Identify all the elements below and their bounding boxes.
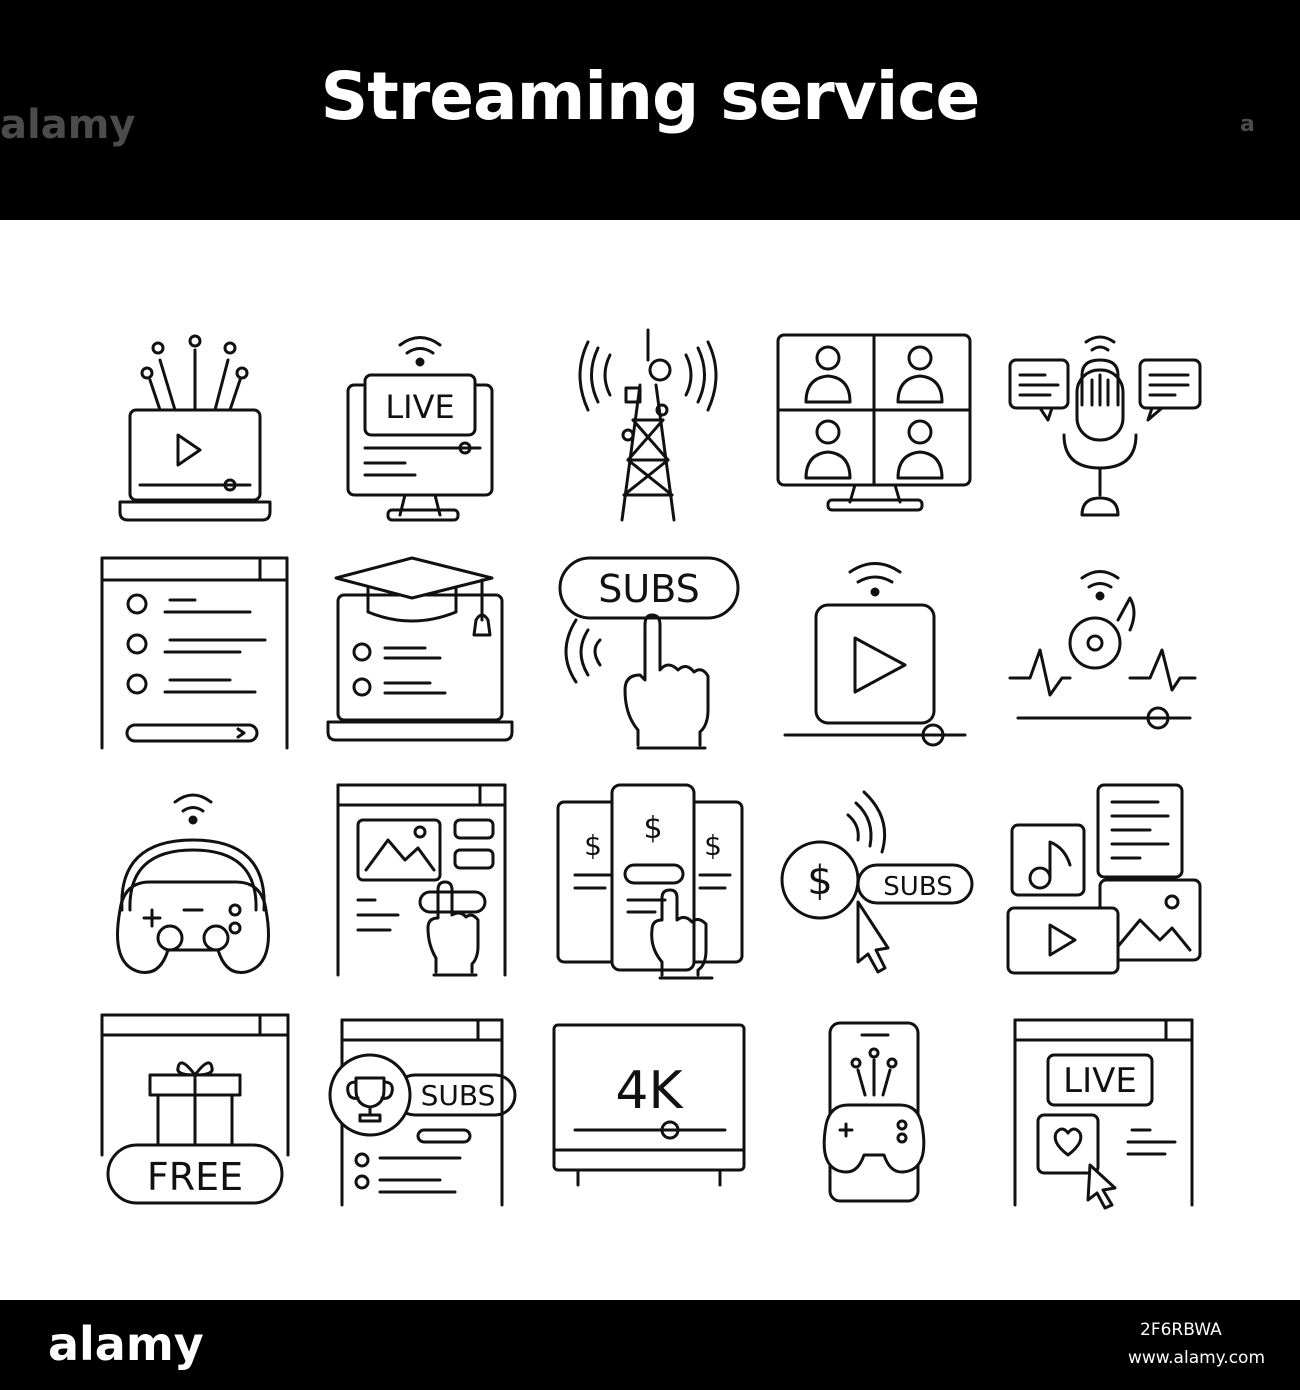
media-collection-icon — [1006, 783, 1202, 975]
dollar-left: $ — [584, 829, 602, 862]
wireless-video-player-icon — [783, 562, 967, 747]
watermark-right: a — [1240, 112, 1255, 137]
wireless-gamepad-headset-icon — [116, 793, 270, 975]
free-label: FREE — [147, 1155, 243, 1199]
icon-grid: LIVE — [100, 328, 1202, 1210]
mobile-gaming-icon — [822, 1021, 926, 1203]
4k-tv-icon — [552, 1023, 746, 1187]
4k-label: 4K — [615, 1061, 684, 1121]
web-page-tap-icon — [336, 783, 507, 977]
laptop-video-icon — [118, 334, 272, 522]
paid-subscription-icon — [780, 790, 974, 974]
footer-banner: alamy 2F6RBWA www.alamy.com — [0, 1300, 1300, 1390]
footer-url: www.alamy.com — [1128, 1348, 1266, 1368]
live-page-like-icon — [1013, 1018, 1194, 1210]
alamy-logo: alamy — [48, 1317, 204, 1371]
live-monitor-icon — [346, 336, 494, 522]
dollar-coin: $ — [807, 858, 832, 904]
broadcast-tower-icon — [578, 328, 718, 522]
header-banner: Streaming service alamy a — [0, 0, 1300, 220]
online-education-laptop-icon — [326, 556, 514, 742]
free-gift-page-icon — [100, 1013, 290, 1205]
audio-stream-icon — [1008, 570, 1197, 730]
image-id: 2F6RBWA — [1140, 1320, 1222, 1340]
live-label: LIVE — [385, 388, 454, 426]
subs-label-small: SUBS — [883, 872, 952, 902]
subs-label-large: SUBS — [598, 567, 699, 611]
subs-trophy-page-icon — [328, 1018, 517, 1207]
checklist-window-icon — [100, 556, 289, 750]
watermark-left: alamy — [0, 102, 136, 148]
dollar-center: $ — [643, 811, 662, 846]
subs-label-trophy: SUBS — [421, 1079, 496, 1112]
subs-button-tap-icon — [558, 556, 740, 750]
page-title: Streaming service — [320, 58, 981, 135]
podcast-microphone-icon — [1008, 335, 1202, 517]
video-conference-icon — [776, 333, 972, 512]
live-label-page: LIVE — [1063, 1061, 1137, 1101]
dollar-right: $ — [704, 829, 722, 862]
pricing-plans-tap-icon — [556, 783, 744, 980]
